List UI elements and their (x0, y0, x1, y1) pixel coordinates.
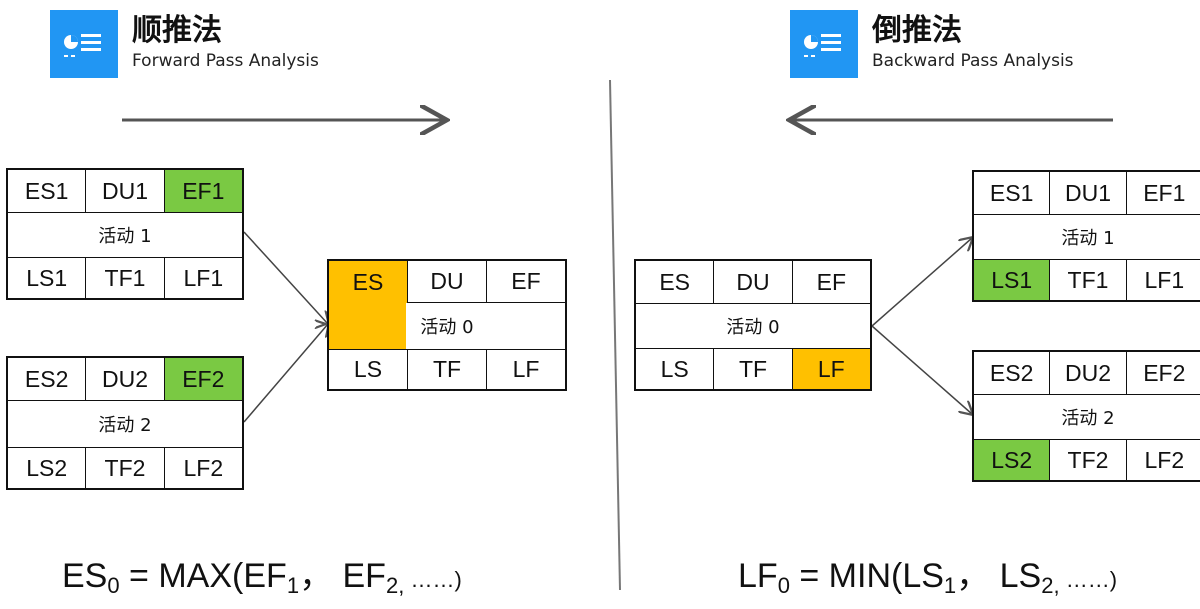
backward-pass-header: 倒推法 Backward Pass Analysis (790, 10, 1074, 78)
du1-cell: DU1 (1050, 172, 1127, 214)
du2-cell: DU2 (1050, 352, 1127, 394)
report-logo-icon (50, 10, 118, 78)
es1-cell: ES1 (974, 172, 1051, 214)
tf1-cell: TF1 (86, 258, 165, 298)
left-activity-0-node: ES DU EF 活动 0 LS TF LF (327, 259, 567, 391)
tf2-cell: TF2 (86, 448, 165, 488)
arrow-node0-to-node2 (871, 325, 972, 414)
ls2-cell: LS2 (974, 440, 1051, 480)
es-cell: ES (636, 261, 715, 303)
right-activity-0-node: ES DU EF 活动 0 LS TF LF (634, 259, 872, 391)
lf1-cell: LF1 (1144, 266, 1185, 293)
activity-name: 活动 0 (420, 317, 474, 338)
ls1-cell: LS1 (974, 260, 1051, 300)
du2-cell: DU2 (86, 358, 165, 400)
activity-name: 活动 1 (1061, 228, 1115, 249)
lf2-cell: LF2 (1144, 446, 1185, 473)
es-cell: ES (329, 261, 408, 303)
divider-line (609, 79, 621, 591)
ls-cell: LS (636, 349, 715, 389)
ef-cell: EF (487, 261, 565, 303)
ls1-cell: LS1 (8, 258, 87, 298)
ls2-cell: LS2 (8, 448, 87, 488)
du-cell: DU (408, 261, 487, 303)
tf-cell: TF (408, 350, 487, 389)
ef1-cell: EF1 (1143, 179, 1186, 206)
backward-pass-formula: LF0 = MIN(LS1， LS2, ……) (738, 557, 1118, 598)
es2-cell: ES2 (8, 358, 87, 400)
lf-cell: LF (792, 349, 870, 389)
backward-pass-title: 倒推法 (872, 13, 962, 48)
tf2-cell: TF2 (1050, 440, 1127, 480)
right-activity-1-node: ES1 DU1 EF1 活动 1 LS1 TF1 LF1 (972, 170, 1200, 302)
forward-pass-formula: ES0 = MAX(EF1， EF2, ……) (62, 557, 462, 598)
es2-cell: ES2 (974, 352, 1051, 394)
backward-pass-subtitle: Backward Pass Analysis (872, 51, 1074, 71)
es1-cell: ES1 (8, 170, 87, 212)
tf1-cell: TF1 (1050, 260, 1127, 300)
activity-name: 活动 2 (1061, 408, 1115, 429)
activity-name: 活动 2 (98, 415, 152, 436)
es-highlight (329, 303, 406, 349)
activity-name: 活动 1 (98, 226, 152, 247)
right-activity-2-node: ES2 DU2 EF2 活动 2 LS2 TF2 LF2 (972, 350, 1200, 482)
ef2-cell: EF2 (1143, 359, 1186, 386)
forward-pass-title: 顺推法 (132, 13, 222, 48)
arrow-node0-to-node1 (871, 238, 972, 327)
arrow-node2-to-node0 (243, 324, 328, 423)
ef-cell: EF (816, 268, 847, 295)
left-activity-1-node: ES1 DU1 EF1 活动 1 LS1 TF1 LF1 (6, 168, 244, 300)
lf-cell: LF (512, 356, 540, 382)
activity-name: 活动 0 (726, 317, 780, 338)
du-cell: DU (714, 261, 793, 303)
arrow-node1-to-node0 (243, 231, 328, 324)
left-activity-2-node: ES2 DU2 EF2 活动 2 LS2 TF2 LF2 (6, 356, 244, 490)
report-logo-icon (790, 10, 858, 78)
du1-cell: DU1 (86, 170, 165, 212)
forward-pass-header: 顺推法 Forward Pass Analysis (50, 10, 319, 78)
lf1-cell: LF1 (183, 264, 224, 291)
tf-cell: TF (714, 349, 793, 389)
ef1-cell: EF1 (164, 170, 242, 212)
ef2-cell: EF2 (164, 358, 242, 400)
forward-pass-subtitle: Forward Pass Analysis (132, 51, 319, 71)
lf2-cell: LF2 (183, 454, 224, 481)
ls-cell: LS (329, 350, 408, 389)
